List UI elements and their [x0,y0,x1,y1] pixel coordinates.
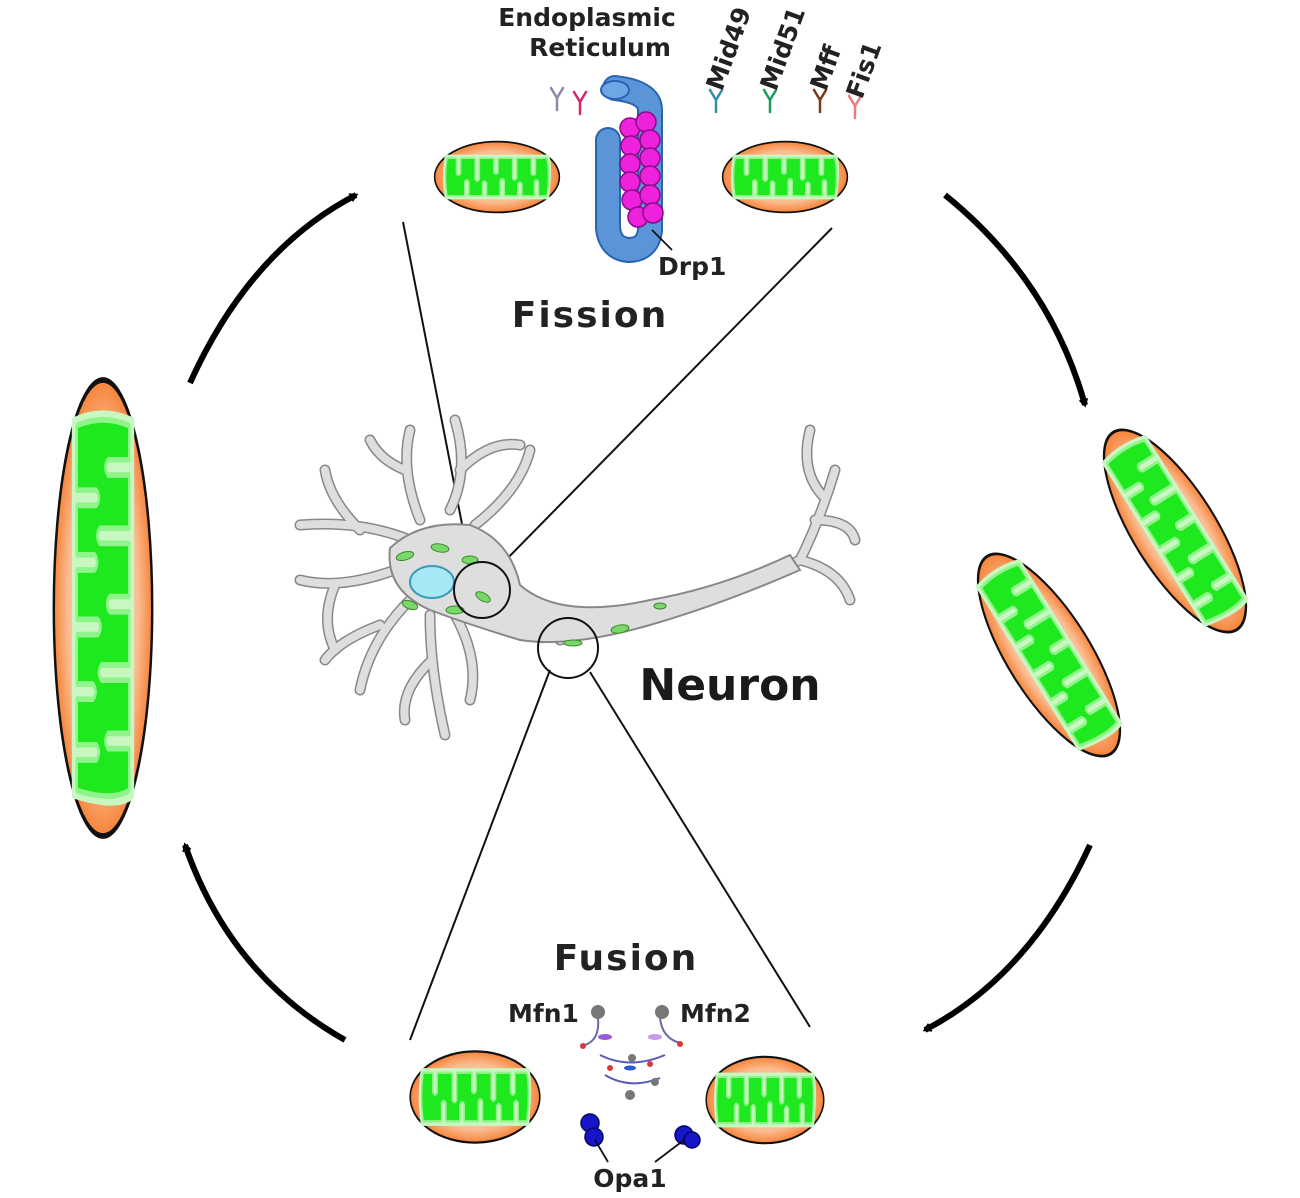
receptor-icon [812,88,828,114]
arrow-icon [187,192,359,385]
zoom-lines [402,221,833,1041]
neuron-icon [294,414,861,741]
mitochondrion-icon [721,140,849,214]
mitochondrion-icon [433,140,561,214]
fission-title: Fission [512,295,669,336]
receptor-icon [762,88,778,114]
er-label-line2: Reticulum [529,33,671,62]
drp1-label: Drp1 [658,252,726,281]
arrow-icon [182,842,347,1043]
mitochondrion-icon [1076,408,1274,654]
nucleus [409,565,455,599]
mff-label: Mff [804,41,847,94]
arrow-icon [943,192,1089,408]
fis1-label: Fis1 [840,38,887,102]
mitochondrion-icon [705,1055,825,1145]
zoom-circle-fusion [537,617,599,679]
endoplasmic-reticulum-icon [595,75,663,264]
opa1-label: Opa1 [593,1164,666,1193]
mid49-label: Mid49 [700,3,757,94]
drp1-oligomer [619,111,664,228]
mitochondrion-icon [409,1050,541,1144]
mitochondrion-icon [950,532,1148,778]
receptor-icon [708,88,724,114]
arrow-icon [922,843,1093,1033]
fusion-mitochondria: Fusion Mfn1 Mfn2 Opa1 [409,938,825,1193]
opa1-complex [580,1113,701,1149]
zoom-circle-fission [453,561,511,619]
neuron-label: Neuron [639,660,820,711]
er-label-line1: Endoplasmic [498,3,676,32]
fusion-title: Fusion [554,938,699,979]
fission-mitochondria: Endoplasmic Reticulum Mid49 Mid51 Mff Fi… [433,3,887,336]
cycle-arrows [182,192,1093,1043]
mfn2-label: Mfn2 [680,999,751,1028]
mid51-label: Mid51 [754,3,811,94]
mfn1-label: Mfn1 [508,999,579,1028]
mitochondrion-icon [54,380,152,836]
